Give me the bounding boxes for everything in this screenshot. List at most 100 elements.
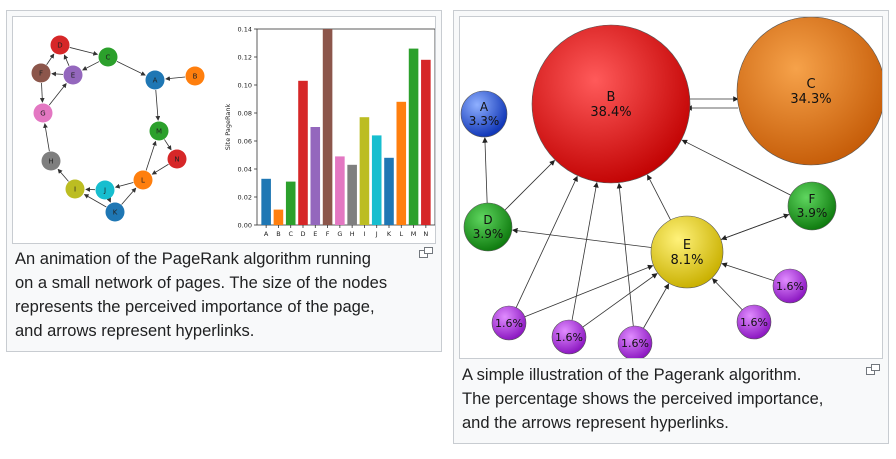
svg-text:L: L	[141, 177, 145, 185]
node-label: B	[607, 90, 616, 105]
bar-b	[273, 209, 284, 225]
graph-edge	[164, 139, 172, 151]
y-tick-label: 0.04	[238, 165, 252, 173]
x-tick-label: I	[363, 230, 365, 238]
plot-frame	[256, 28, 435, 226]
graph-node-b: B	[185, 66, 205, 86]
svg-text:H: H	[48, 158, 53, 166]
svg-text:G: G	[40, 110, 45, 118]
svg-text:J: J	[103, 187, 106, 195]
page-node-c: C34.3%	[736, 17, 882, 166]
bar-e	[310, 127, 321, 225]
bar-g	[335, 156, 345, 225]
node-percentage: 8.1%	[670, 253, 703, 268]
x-tick-label: A	[264, 230, 269, 238]
pagerank-illustration: A3.3%B38.4%C34.3%D3.9%E8.1%F3.9%1.6%1.6%…	[460, 17, 882, 358]
bar-h	[347, 164, 357, 225]
bar-n	[421, 59, 431, 225]
x-tick-label: C	[288, 230, 293, 238]
bar-m	[408, 48, 419, 225]
graph-node-j: J	[95, 180, 115, 200]
caption-line: and arrows represent hyperlinks.	[15, 322, 255, 340]
node-label: A	[480, 100, 489, 114]
svg-text:C: C	[106, 54, 111, 62]
hyperlink-arrow	[643, 283, 670, 329]
caption-line: and the arrows represent hyperlinks.	[462, 414, 729, 432]
graph-edge	[145, 140, 157, 171]
x-tick-label: B	[276, 230, 280, 238]
graph-edge	[165, 76, 186, 81]
graph-edge	[43, 123, 50, 152]
node-percentage: 3.9%	[797, 206, 828, 220]
x-tick-label: L	[399, 230, 403, 238]
svg-text:D: D	[57, 42, 62, 50]
hyperlink-arrow	[512, 227, 652, 248]
y-axis-label: Site PageRank	[224, 104, 232, 151]
left-caption: An animation of the PageRank algorithm r…	[15, 247, 425, 343]
page-node-p2: 1.6%	[551, 319, 587, 355]
svg-text:N: N	[174, 156, 179, 164]
graph-node-a: A	[145, 70, 165, 90]
page-node-d: D3.9%	[463, 202, 513, 252]
graph-edge	[151, 163, 169, 175]
hyperlink-arrow	[720, 213, 790, 241]
caption-line: A simple illustration of the Pagerank al…	[462, 366, 802, 384]
page-node-e: E8.1%	[650, 215, 724, 289]
graph-node-i: I	[65, 179, 85, 199]
hyperlink-arrow	[681, 139, 791, 196]
node-label: D	[483, 213, 492, 227]
x-tick-label: N	[423, 230, 428, 238]
node-label: F	[809, 192, 816, 206]
svg-text:I: I	[74, 186, 76, 194]
node-label: E	[683, 238, 691, 253]
graph-edge	[106, 197, 111, 203]
x-tick-label: D	[300, 230, 305, 238]
node-percentage: 3.3%	[469, 114, 500, 128]
enlarge-icon[interactable]	[866, 364, 880, 375]
bar-f	[322, 29, 333, 225]
graph-node-e: E	[63, 65, 83, 85]
svg-text:A: A	[153, 77, 158, 85]
svg-text:F: F	[39, 70, 43, 78]
page-node-p1: 1.6%	[491, 305, 527, 341]
y-tick-label: 0.06	[238, 137, 252, 145]
node-percentage: 3.9%	[473, 227, 504, 241]
hyperlink-arrow	[504, 160, 555, 211]
hyperlink-arrow	[721, 262, 774, 282]
y-tick-label: 0.12	[238, 53, 252, 61]
graph-edge	[57, 168, 69, 182]
enlarge-icon[interactable]	[419, 247, 433, 258]
bar-a	[261, 178, 271, 225]
graph-edge	[51, 71, 64, 77]
graph-node-f: F	[31, 63, 51, 83]
graph-node-c: C	[98, 47, 118, 67]
x-tick-label: F	[326, 230, 330, 238]
graph-node-k: K	[105, 202, 125, 222]
y-tick-label: 0.10	[238, 81, 252, 89]
hyperlink-arrow	[647, 174, 671, 221]
y-tick-label: 0.14	[238, 25, 252, 33]
graph-edge	[46, 53, 55, 65]
page-node-b: B38.4%	[531, 24, 691, 184]
node-percentage: 38.4%	[590, 105, 631, 120]
graph-edge	[114, 182, 134, 189]
graph-node-d: D	[50, 35, 70, 55]
page-node-p5: 1.6%	[772, 268, 808, 304]
x-tick-label: M	[411, 230, 417, 238]
hyperlink-arrow	[571, 181, 599, 321]
y-tick-label: 0.08	[238, 109, 252, 117]
page-node-a: A3.3%	[460, 90, 508, 138]
caption-line: An animation of the PageRank algorithm r…	[15, 250, 371, 268]
page-node-f: F3.9%	[787, 181, 837, 231]
graph-node-l: L	[133, 170, 153, 190]
x-tick-label: J	[375, 230, 378, 238]
svg-text:B: B	[193, 73, 198, 81]
hyperlink-arrow	[616, 182, 634, 327]
node-percentage: 1.6%	[776, 280, 804, 293]
hyperlink-arrow	[482, 137, 488, 204]
